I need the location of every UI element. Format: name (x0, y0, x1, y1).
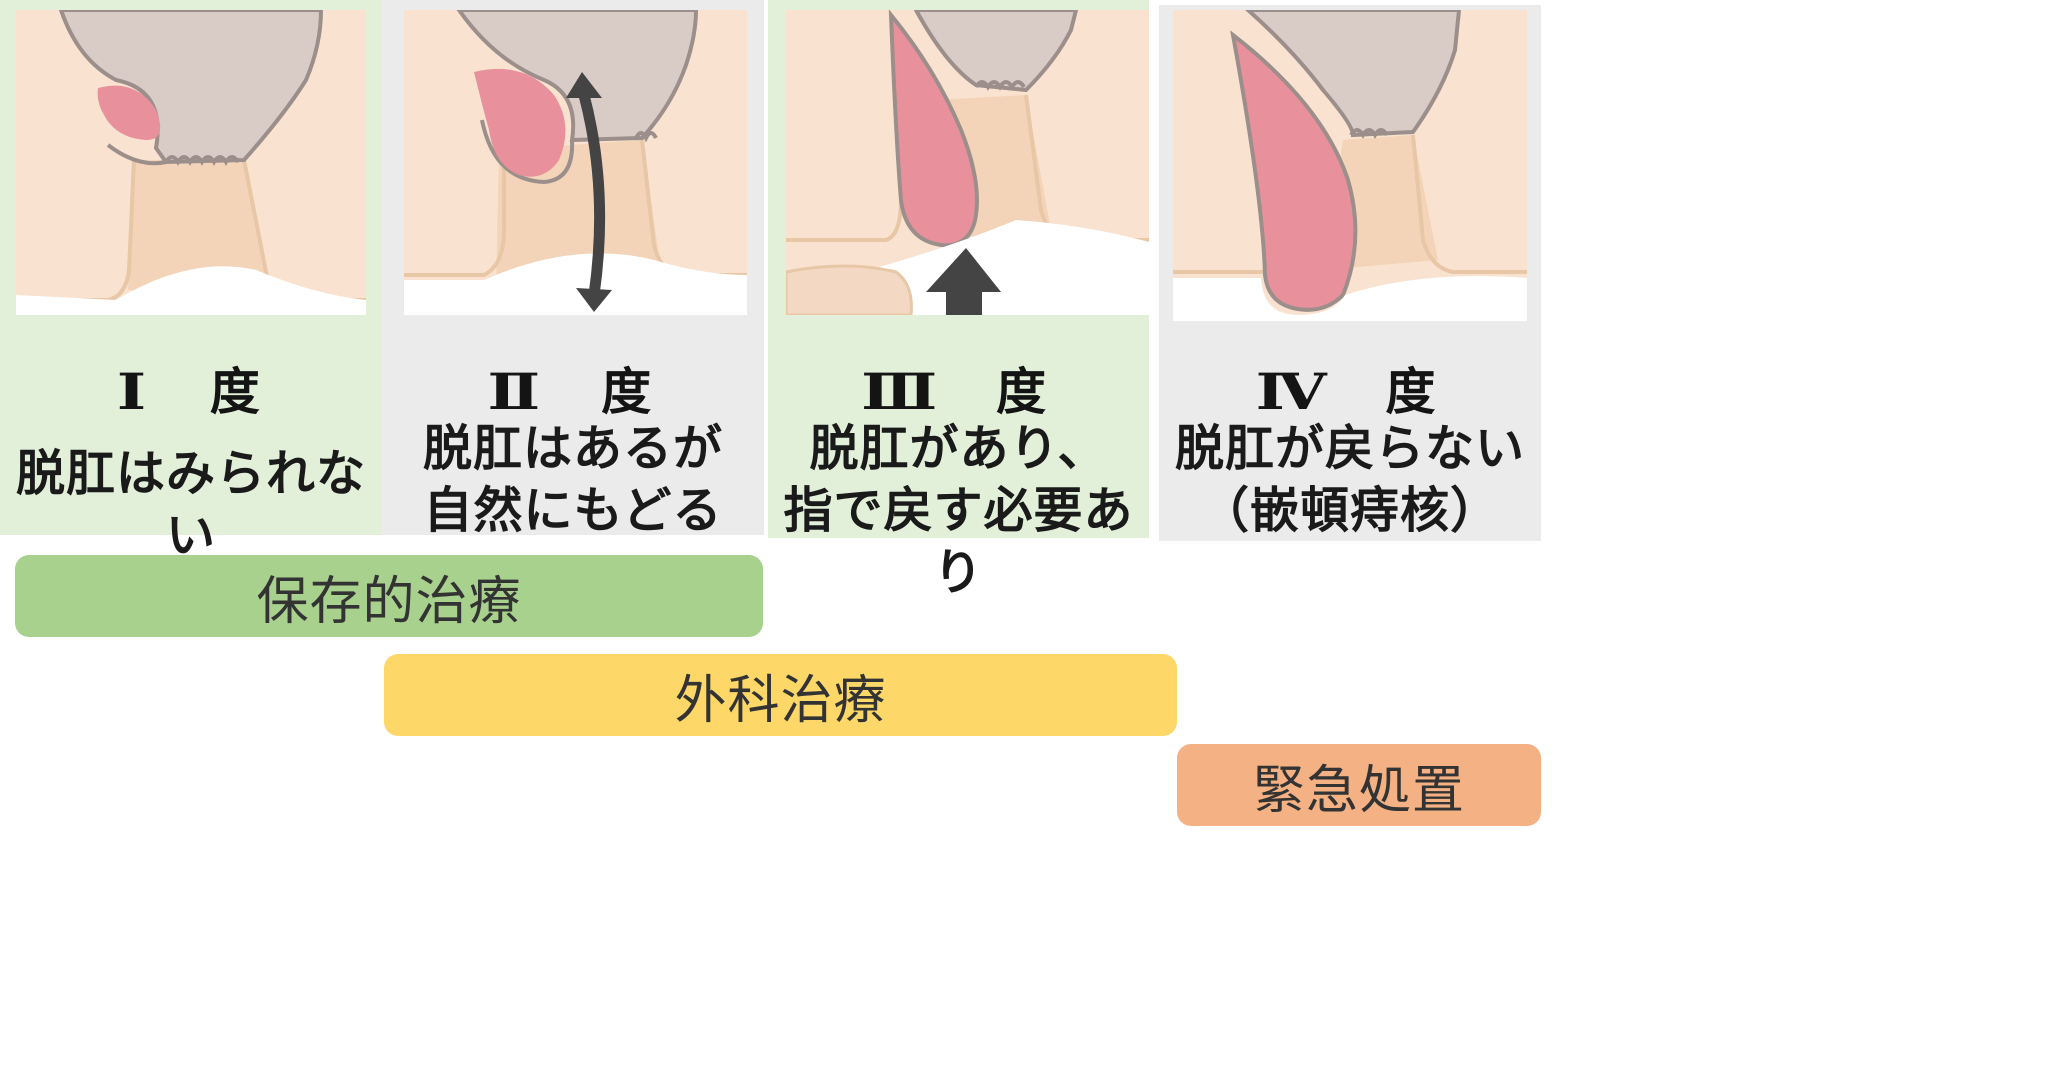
grade-2-description: 脱肛はあるが 自然にもどる (422, 420, 723, 539)
grade-4-suffix: 度 (1385, 363, 1438, 421)
grade-3-suffix: 度 (995, 363, 1048, 421)
grade-1-numeral: Ⅰ (117, 362, 149, 421)
grade-2-suffix: 度 (601, 363, 654, 421)
grade-2-numeral: Ⅱ (487, 362, 543, 421)
surgical-treatment-bar: 外科治療 (384, 654, 1177, 736)
grade-1-description: 脱肛はみられない (15, 445, 366, 564)
grade-4-numeral: Ⅳ (1255, 362, 1329, 421)
grade-4-description: 脱肛が戻らない （嵌頓痔核） (1174, 420, 1525, 539)
emergency-treatment-bar: 緊急処置 (1177, 744, 1541, 826)
grade-3-numeral: Ⅲ (861, 362, 940, 421)
grade-1-illustration (16, 10, 366, 315)
grade-4-illustration (1173, 10, 1527, 321)
emergency-treatment-label: 緊急処置 (1252, 760, 1465, 821)
grade-2-illustration (404, 10, 747, 315)
conservative-treatment-label: 保存的治療 (256, 571, 522, 632)
surgical-treatment-label: 外科治療 (674, 670, 887, 731)
grade-3-illustration (786, 10, 1149, 315)
conservative-treatment-bar: 保存的治療 (15, 555, 763, 637)
grade-3-description: 脱肛があり、 指で戻す必要あり (783, 420, 1134, 601)
grade-1-suffix: 度 (209, 363, 262, 421)
